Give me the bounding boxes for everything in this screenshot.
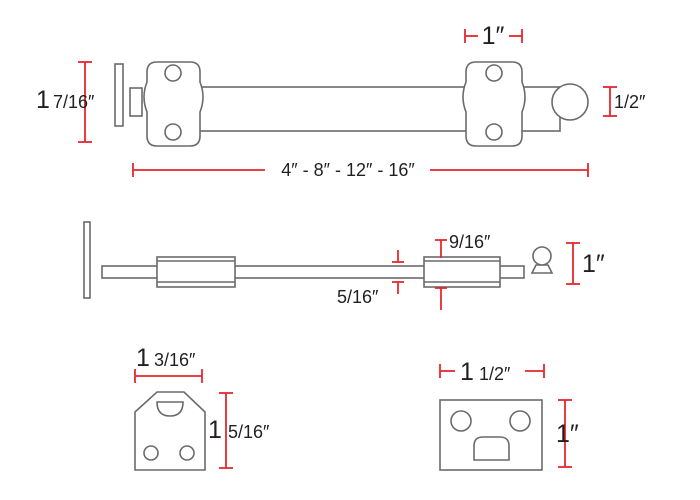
top-length-label: 4″ - 8″ - 12″ - 16″ bbox=[281, 160, 415, 180]
top-knob-label: 1/2″ bbox=[614, 92, 646, 112]
top-ring-dimension bbox=[464, 29, 523, 43]
top-right-mount-upper-hole bbox=[485, 64, 503, 82]
top-strike-plate bbox=[114, 63, 124, 127]
top-ring-label: 1″ bbox=[482, 22, 505, 50]
side-view: 9/16″ 1″ 5/16″ bbox=[83, 221, 605, 310]
keeper-left-width-fraction: 3/16″ bbox=[154, 350, 196, 370]
keeper-left-cup bbox=[156, 401, 184, 417]
keeper-right-width-whole: 1 bbox=[460, 358, 474, 386]
side-width-label: 9/16″ bbox=[449, 232, 491, 252]
top-right-mount-lower-hole bbox=[485, 123, 503, 141]
keeper-left-left-hole bbox=[143, 445, 159, 461]
keeper-left-height-dimension bbox=[219, 392, 233, 469]
top-bolt-tip bbox=[129, 87, 143, 117]
keeper-right-width-dimension bbox=[439, 364, 545, 378]
keeper-right-width-fraction: 1/2″ bbox=[479, 364, 511, 384]
top-length-dimension bbox=[132, 163, 589, 177]
keeper-left-right-hole bbox=[179, 445, 195, 461]
keeper-left: 1 3/16″ 1 5/16″ bbox=[134, 344, 270, 471]
top-height-label-fraction: 7/16″ bbox=[53, 92, 95, 112]
side-rod-label: 5/16″ bbox=[337, 287, 379, 307]
top-right-mount bbox=[462, 61, 526, 147]
side-knob bbox=[532, 246, 552, 266]
keeper-right: 1 1/2″ 1″ bbox=[439, 358, 579, 471]
top-left-mount bbox=[143, 61, 204, 147]
top-view: 1 7/16″ 1″ 1/2″ 4″ - 8″ - 12″ - 16″ bbox=[36, 22, 646, 180]
top-height-dimension bbox=[78, 61, 92, 143]
top-knob bbox=[551, 83, 589, 121]
keeper-left-width-dimension bbox=[134, 369, 203, 383]
side-knob-stem bbox=[530, 264, 554, 274]
top-knob-dimension bbox=[603, 86, 617, 117]
top-left-mount-lower-hole bbox=[164, 123, 182, 141]
keeper-left-height-whole: 1 bbox=[208, 416, 222, 444]
side-height-dimension bbox=[566, 242, 580, 285]
keeper-right-height-label: 1″ bbox=[556, 420, 579, 448]
top-height-label-whole: 1 bbox=[36, 86, 50, 114]
keeper-right-cup bbox=[473, 436, 510, 461]
top-left-mount-upper-hole bbox=[164, 64, 182, 82]
keeper-right-right-hole bbox=[509, 410, 531, 432]
keeper-left-width-whole: 1 bbox=[136, 344, 150, 372]
side-strike-plate bbox=[83, 221, 91, 299]
keeper-right-left-hole bbox=[450, 410, 472, 432]
side-rod-dimension bbox=[392, 250, 447, 310]
keeper-left-height-fraction: 5/16″ bbox=[228, 422, 270, 442]
side-height-label: 1″ bbox=[582, 250, 605, 278]
keeper-right-height-dimension bbox=[558, 399, 572, 468]
side-width-dimension bbox=[435, 239, 447, 258]
